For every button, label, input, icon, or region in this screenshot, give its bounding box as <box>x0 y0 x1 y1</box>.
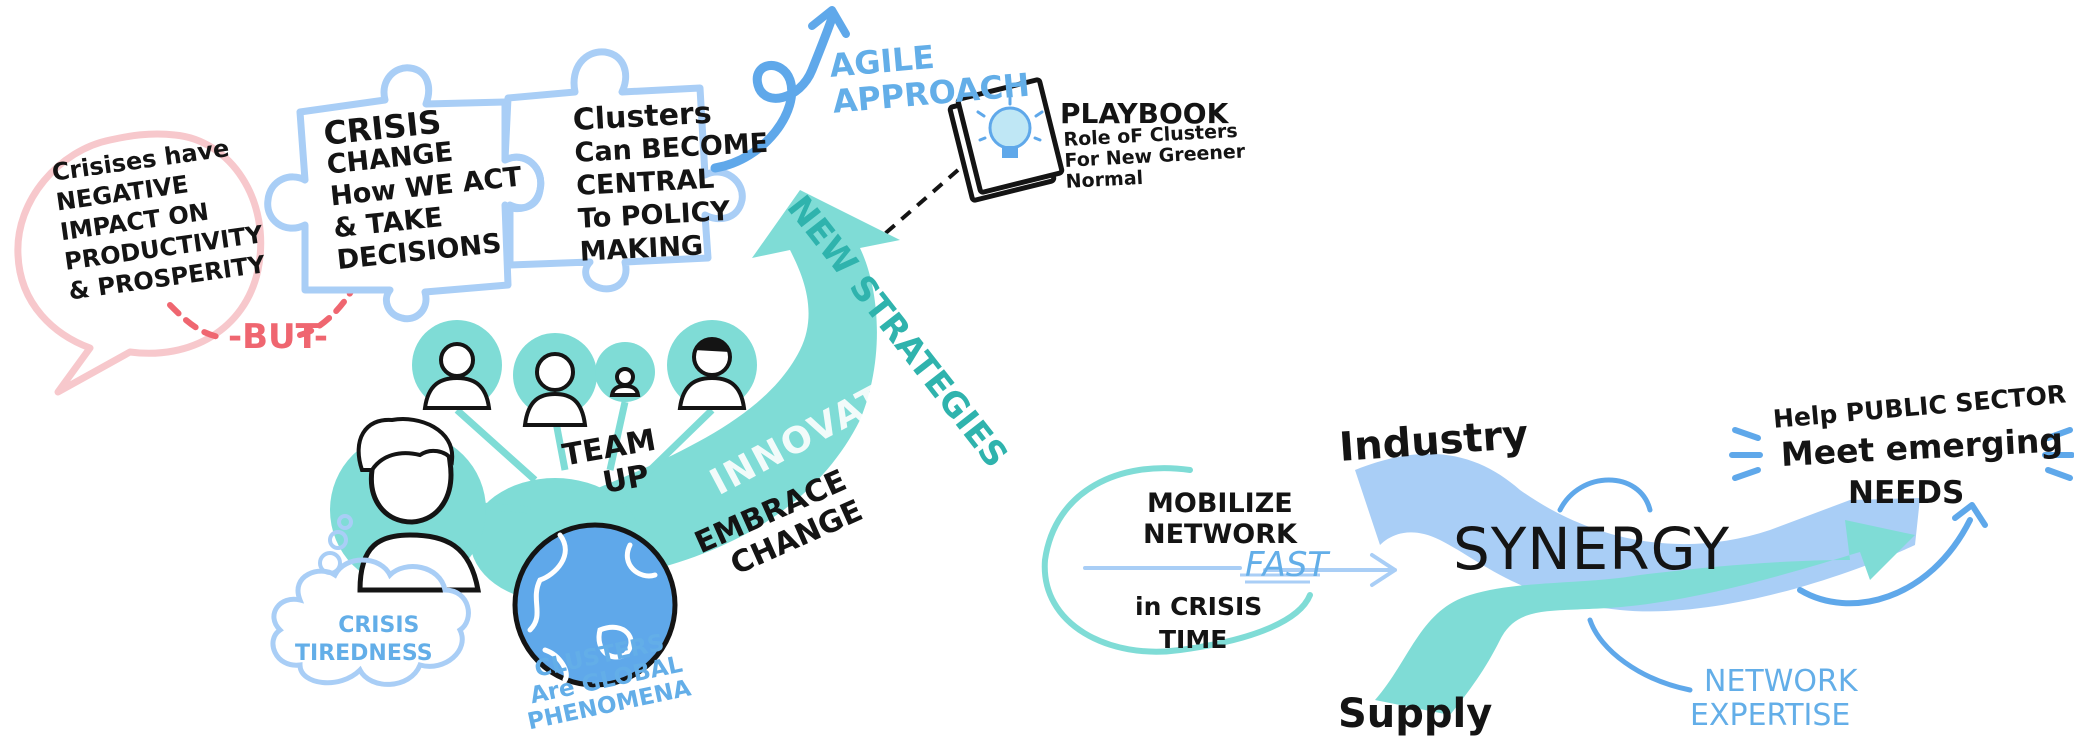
time-line: TIME <box>1159 625 1228 654</box>
agile-arrow <box>710 6 850 173</box>
fast-label: FAST <box>1245 545 1329 585</box>
clusters-central-text: Clusters Can BECOME CENTRAL To POLICY MA… <box>572 94 774 269</box>
speech-bubble-text: Crisises have NEGATIVE IMPACT ON PRODUCT… <box>50 130 269 306</box>
lightbulb-icon <box>976 96 1044 158</box>
mobilize-network-label: MOBILIZE NETWORK <box>1143 488 1297 550</box>
network-line: NETWORK <box>1143 519 1297 550</box>
network-expertise-label: NETWORK EXPERTISE <box>1690 665 1858 733</box>
playbook-connector <box>878 168 960 240</box>
crisis-time-label: in CRISIS TIME <box>1135 590 1262 656</box>
but-connector <box>167 287 355 341</box>
supply-label: Supply <box>1338 691 1493 737</box>
playbook-title: PLAYBOOK <box>1060 97 1229 130</box>
mobilize-swirl <box>1041 465 1313 655</box>
fast-arrow <box>1083 553 1397 587</box>
playbook-subtitle: Role oF Clusters For New Greener Normal <box>1063 120 1247 193</box>
tired-person <box>330 417 486 593</box>
network-expertise-line-2: EXPERTISE <box>1690 698 1851 733</box>
synergy-label: SYNERGY <box>1453 515 1731 583</box>
puzzle-piece-left <box>264 64 545 323</box>
but-label: -BUT- <box>228 317 328 357</box>
mobilize-line: MOBILIZE <box>1147 488 1293 519</box>
tiredness-line-1: CRISIS <box>338 613 420 638</box>
network-expertise-line-1: NETWORK <box>1704 664 1858 699</box>
in-crisis-line: in CRISIS <box>1135 592 1263 621</box>
crisis-change-text: CRISIS CHANGE How WE ACT & TAKE DECISION… <box>322 98 530 277</box>
tiredness-cloud <box>270 557 471 687</box>
speech-bubble <box>14 130 265 396</box>
globe-icon <box>512 522 678 688</box>
puzzle-piece-right <box>501 48 746 293</box>
needs-label: NEEDS <box>1848 475 1965 511</box>
playbook-icon <box>947 77 1065 203</box>
tiredness-line-2: TIREDNESS <box>295 641 433 666</box>
emphasis-marks <box>1729 427 2074 481</box>
crisis-tiredness-label: CRISIS TIREDNESS <box>295 612 433 668</box>
synergy-flows <box>1355 453 1988 715</box>
team-people <box>412 320 757 514</box>
